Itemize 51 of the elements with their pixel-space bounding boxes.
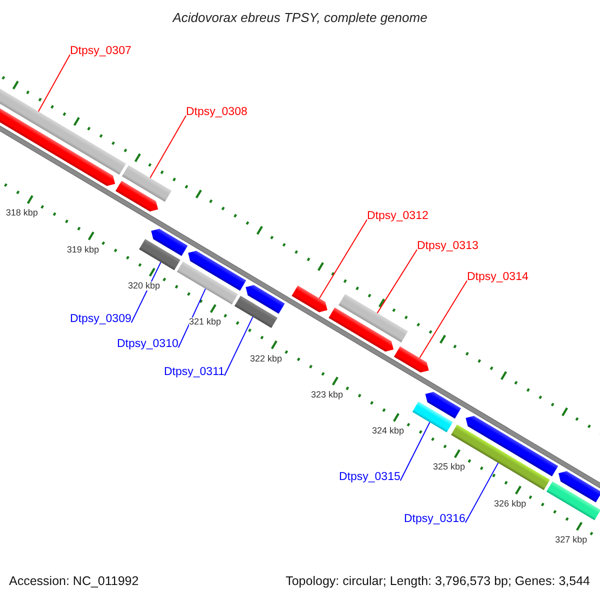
scale-label: 326 kbp — [494, 499, 526, 508]
scale-label: 321 kbp — [188, 318, 221, 327]
gene-label: Dtpsy_0315 — [339, 472, 400, 484]
gene-block — [151, 228, 188, 256]
gene-label: Dtpsy_0307 — [70, 46, 132, 58]
leader-line — [318, 219, 368, 299]
gene-label: Dtpsy_0313 — [417, 241, 478, 252]
gene-block — [328, 308, 394, 352]
gene-bar — [412, 402, 453, 432]
footer-text: Topology: circular; Length: 3,796,573 bp; Genes: 3,544 — [286, 575, 590, 588]
gene-bar — [451, 424, 550, 490]
gene-label: Dtpsy_0314 — [467, 272, 528, 284]
scale-label: 318 kbp — [6, 208, 38, 218]
footer-text: Accession: NC_011992 — [9, 575, 139, 588]
leader-line — [150, 115, 186, 178]
leader-line — [130, 262, 162, 324]
gene-bar — [0, 87, 126, 175]
gene-block — [188, 250, 246, 291]
scale-label: 324 kbp — [372, 426, 404, 436]
gene-block — [0, 106, 116, 186]
gene-bar — [338, 294, 408, 342]
gene-block — [246, 285, 285, 314]
gene-block — [425, 392, 461, 419]
gene-bar — [139, 238, 180, 270]
gene-bar — [546, 481, 600, 520]
gene-block — [292, 286, 328, 312]
scale-label: 320 kbp — [128, 281, 160, 290]
diagram-title: Acidovorax ebreus TPSY, complete genome — [172, 11, 428, 24]
gene-block — [394, 346, 429, 373]
scale-label: 322 kbp — [250, 354, 282, 364]
leader-line — [464, 462, 499, 524]
gene-bar — [234, 296, 278, 328]
leader-line — [419, 280, 468, 358]
gene-label: Dtpsy_0312 — [367, 211, 428, 222]
gene-bar — [176, 261, 238, 304]
scale-label: 325 kbp — [433, 462, 466, 472]
leader-line — [400, 422, 430, 482]
gene-label: Dtpsy_0316 — [404, 514, 466, 526]
scale-label: 327 kbp — [555, 536, 588, 545]
gene-bar — [122, 165, 172, 202]
leader-line — [178, 288, 206, 348]
gene-block — [115, 180, 158, 212]
gene-block — [466, 416, 558, 476]
gene-label: Dtpsy_0310 — [117, 339, 178, 350]
scale-label: 323 kbp — [311, 390, 344, 400]
gene-label: Dtpsy_0308 — [186, 107, 248, 118]
gene-block — [558, 471, 600, 502]
scale-label: 319 kbp — [66, 245, 99, 254]
gene-label: Dtpsy_0309 — [70, 314, 132, 326]
leader-line — [376, 249, 418, 314]
gene-label: Dtpsy_0311 — [164, 367, 225, 378]
